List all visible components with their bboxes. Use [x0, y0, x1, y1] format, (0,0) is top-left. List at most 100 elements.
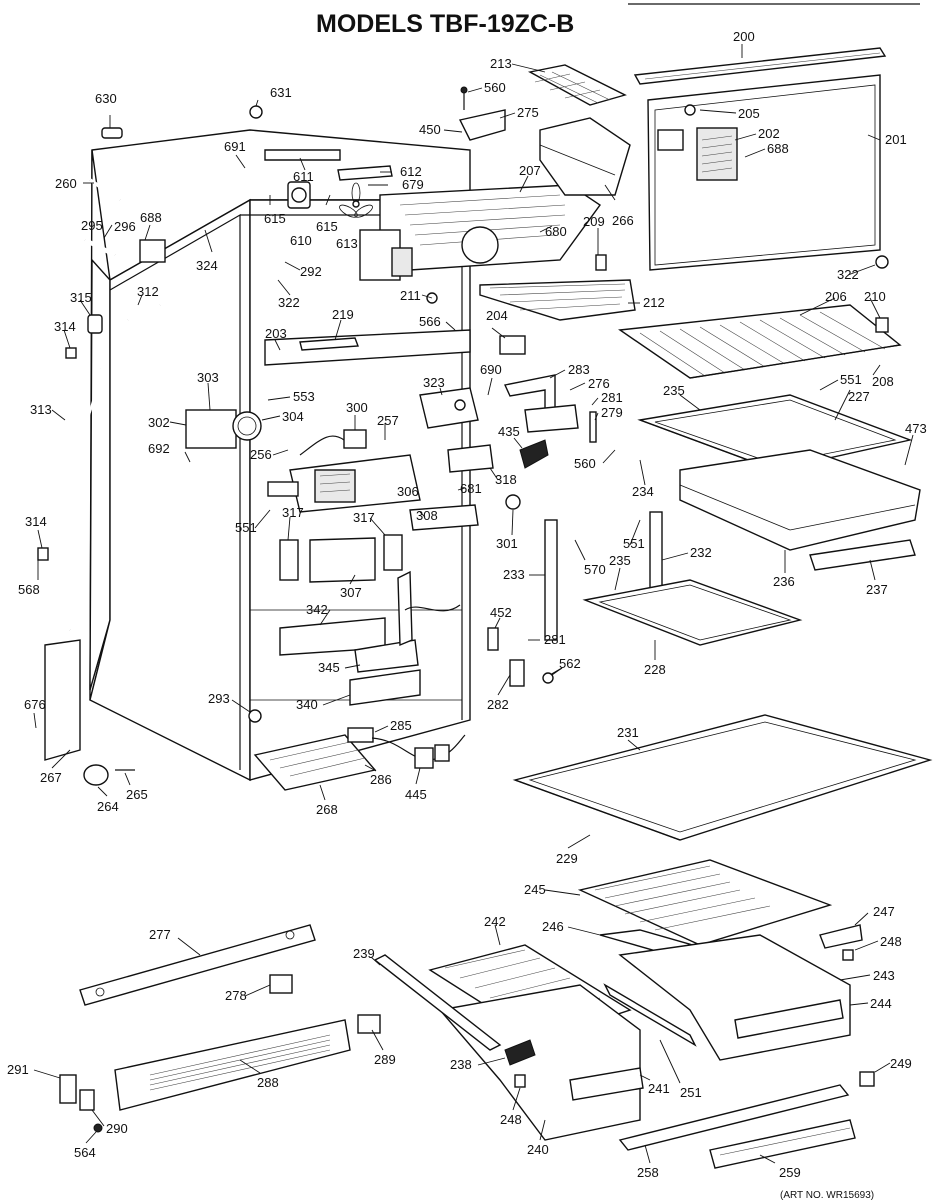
part-label: 317 — [353, 510, 375, 525]
part-label: 611 — [293, 169, 314, 184]
part-label: 235 — [609, 553, 631, 568]
part-label: 228 — [644, 662, 666, 677]
part-label: 234 — [632, 484, 654, 499]
ice-tray — [527, 64, 627, 106]
part-label: 313 — [30, 402, 52, 417]
part-label: 688 — [140, 210, 162, 225]
part-label: 246 — [542, 919, 564, 934]
part-label: 227 — [848, 389, 870, 404]
part-label: 210 — [864, 289, 886, 304]
part-label: 289 — [374, 1052, 396, 1067]
part-label: 259 — [779, 1165, 801, 1180]
wire-shelf — [618, 304, 902, 379]
part-label: 281 — [601, 390, 623, 405]
part-label: 277 — [149, 927, 171, 942]
part-label: 202 — [758, 126, 780, 141]
part-label: 613 — [336, 236, 358, 251]
part-label: 248 — [880, 934, 902, 949]
right-drawer — [618, 934, 851, 1061]
part-label: 229 — [556, 851, 578, 866]
part-label: 691 — [224, 139, 246, 154]
part-label: 207 — [519, 163, 541, 178]
part-label: 282 — [487, 697, 509, 712]
part-label: 244 — [870, 996, 892, 1011]
evaporator — [359, 184, 601, 281]
part-label: 275 — [517, 105, 539, 120]
part-label: 551 — [623, 536, 645, 551]
part-label: 681 — [460, 481, 482, 496]
part-label: 631 — [270, 85, 292, 100]
part-label: 304 — [282, 409, 304, 424]
part-label: 251 — [680, 1085, 702, 1100]
part-label: 340 — [296, 697, 318, 712]
part-label: 205 — [738, 106, 760, 121]
part-label: 279 — [601, 405, 623, 420]
part-label: 303 — [197, 370, 219, 385]
glass-shelf — [512, 714, 933, 841]
part-label: 233 — [503, 567, 525, 582]
part-label: 268 — [316, 802, 338, 817]
part-label: 285 — [390, 718, 412, 733]
part-label: 566 — [419, 314, 441, 329]
part-label: 243 — [873, 968, 895, 983]
part-label: 562 — [559, 656, 581, 671]
part-label: 201 — [885, 132, 907, 147]
part-label: 291 — [7, 1062, 29, 1077]
part-label: 564 — [74, 1145, 96, 1160]
grille — [114, 1019, 351, 1111]
freezer-door — [647, 74, 881, 271]
part-label: 315 — [70, 290, 92, 305]
part-label: 241 — [648, 1081, 670, 1096]
part-label: 258 — [637, 1165, 659, 1180]
part-label: 560 — [484, 80, 506, 95]
part-label: 295 — [81, 218, 103, 233]
part-label: 473 — [905, 421, 927, 436]
part-label: 283 — [568, 362, 590, 377]
left-drawer — [438, 984, 644, 1141]
part-label: 342 — [306, 602, 328, 617]
part-label: 239 — [353, 946, 375, 961]
part-label: 306 — [397, 484, 419, 499]
part-label: 630 — [95, 91, 117, 106]
part-label: 278 — [225, 988, 247, 1003]
part-label: 615 — [316, 219, 338, 234]
part-label: 266 — [612, 213, 634, 228]
part-label: 235 — [663, 383, 685, 398]
part-label: 292 — [300, 264, 322, 279]
middle-shelf — [582, 579, 803, 646]
part-label: 317 — [282, 505, 304, 520]
part-label: 267 — [40, 770, 62, 785]
page-title: MODELS TBF-19ZC-B — [316, 10, 574, 38]
part-label: 450 — [419, 122, 441, 137]
part-label: 610 — [290, 233, 312, 248]
part-label: 236 — [773, 574, 795, 589]
part-label: 680 — [545, 224, 567, 239]
part-label: 288 — [257, 1075, 279, 1090]
part-label: 232 — [690, 545, 712, 560]
part-label: 265 — [126, 787, 148, 802]
part-label: 323 — [423, 375, 445, 390]
part-label: 612 — [400, 164, 422, 179]
part-label: 551 — [235, 520, 257, 535]
part-label: 206 — [825, 289, 847, 304]
part-label: 249 — [890, 1056, 912, 1071]
part-label: 231 — [617, 725, 639, 740]
part-label: 209 — [583, 214, 605, 229]
part-label: 211 — [400, 288, 421, 303]
part-label: 302 — [148, 415, 170, 430]
part-label: 676 — [24, 697, 46, 712]
part-label: 276 — [588, 376, 610, 391]
part-label: 290 — [106, 1121, 128, 1136]
part-label: 260 — [55, 176, 77, 191]
part-label: 570 — [584, 562, 606, 577]
part-label: 679 — [402, 177, 424, 192]
part-label: 615 — [264, 211, 286, 226]
part-label: 318 — [495, 472, 517, 487]
part-label: 322 — [837, 267, 859, 282]
part-label: 286 — [370, 772, 392, 787]
part-label: 237 — [866, 582, 888, 597]
part-label: 308 — [416, 508, 438, 523]
part-label: 300 — [346, 400, 368, 415]
part-label: 247 — [873, 904, 895, 919]
part-label: 208 — [872, 374, 894, 389]
